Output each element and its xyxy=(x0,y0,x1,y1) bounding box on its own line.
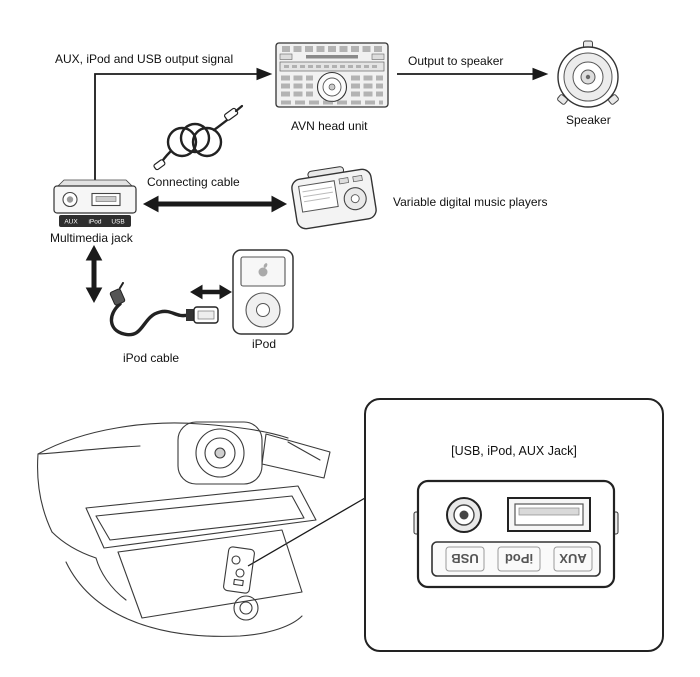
player-screen-line xyxy=(303,197,330,203)
player-dpad-center xyxy=(350,194,360,204)
ipod-wheel-center xyxy=(256,303,270,317)
digital-music-player-illustration xyxy=(291,166,377,230)
avn-head-unit-illustration xyxy=(275,42,389,108)
head-unit-button xyxy=(371,53,385,60)
cable-plug-body xyxy=(153,159,166,171)
callout-leader-line xyxy=(247,497,366,567)
panel-upside-down-labels: AUX iPod USB xyxy=(445,546,593,572)
signal-arrow-label: AUX, iPod and USB output signal xyxy=(55,52,234,66)
ipod-arrowhead-right-icon xyxy=(219,284,232,300)
plate-usb-label: USB xyxy=(451,551,478,566)
jack-label-strip xyxy=(59,215,131,227)
players-label: Variable digital music players xyxy=(393,195,548,209)
jack-panel-closeup-illustration: AUX iPod USB xyxy=(413,479,619,589)
player-button xyxy=(352,174,363,183)
player-button xyxy=(338,177,350,185)
plate-ipod-label: iPod xyxy=(505,551,533,566)
jack-strip-usb-label: USB xyxy=(111,219,124,226)
panel-label-plate xyxy=(431,541,601,577)
ipod-arrowhead-left-icon xyxy=(190,284,203,300)
jack-top-face xyxy=(57,179,133,187)
cable-coil xyxy=(158,115,233,167)
label-frame xyxy=(497,546,541,572)
player-screen-line xyxy=(302,186,333,193)
label-frame xyxy=(553,546,593,572)
ipod-cable-plug-tip xyxy=(119,282,124,289)
multimedia-jack-illustration: AUX iPod USB xyxy=(53,179,137,227)
jack-cable-arrowhead-down-icon xyxy=(85,287,103,304)
aux-port-hole xyxy=(66,196,74,203)
speaker-arrowhead-icon xyxy=(532,67,549,81)
jack-cable-arrowhead-up-icon xyxy=(85,244,103,261)
console-jack-module xyxy=(223,546,255,594)
ipod-cable-label: iPod cable xyxy=(123,351,180,365)
players-arrowhead-left-icon xyxy=(142,195,159,213)
ipod-cable-boot xyxy=(186,309,194,321)
cd-slot xyxy=(306,55,358,59)
speaker-center-dot xyxy=(585,74,591,80)
signal-arrowhead-icon xyxy=(256,67,273,81)
callout-title: [USB, iPod, AUX Jack] xyxy=(451,444,577,458)
usb-port-tongue xyxy=(95,196,117,202)
ipod-label: iPod xyxy=(252,337,277,351)
aux-jack-hole xyxy=(459,510,469,520)
apple-logo-leaf xyxy=(263,263,268,268)
jack-strip-aux-label: AUX xyxy=(64,219,78,226)
ipod-cable-plug xyxy=(109,288,126,306)
players-arrowhead-right-icon xyxy=(271,195,288,213)
ipod-cable-illustration xyxy=(109,282,219,337)
jack-strip-ipod-label: iPod xyxy=(88,219,101,226)
head-unit-button xyxy=(279,53,293,60)
output-to-speaker-label: Output to speaker xyxy=(408,54,504,68)
ipod-illustration xyxy=(232,249,294,335)
avn-head-unit-label: AVN head unit xyxy=(291,119,368,133)
ipod-dock-connector-pins xyxy=(197,310,215,320)
speaker-label: Speaker xyxy=(566,113,611,127)
connecting-cable-illustration xyxy=(153,104,244,171)
usb-jack-tongue xyxy=(518,507,580,516)
cable-plug-tip xyxy=(234,104,244,113)
ipod-cable-wire xyxy=(109,302,190,337)
dashboard-line-art xyxy=(36,421,331,637)
label-frame xyxy=(445,546,485,572)
player-screen-line xyxy=(303,191,333,198)
head-unit-button-grid xyxy=(281,75,383,97)
connecting-cable-label: Connecting cable xyxy=(147,175,240,189)
speaker-illustration xyxy=(557,40,619,108)
apple-logo-icon xyxy=(258,267,268,277)
dashboard-console-illustration xyxy=(36,421,331,637)
plate-aux-label: AUX xyxy=(559,551,587,566)
signal-arrow-line xyxy=(94,73,257,180)
volume-knob-center xyxy=(328,83,336,91)
player-screen xyxy=(298,180,339,213)
multimedia-jack-label: Multimedia jack xyxy=(50,231,133,245)
